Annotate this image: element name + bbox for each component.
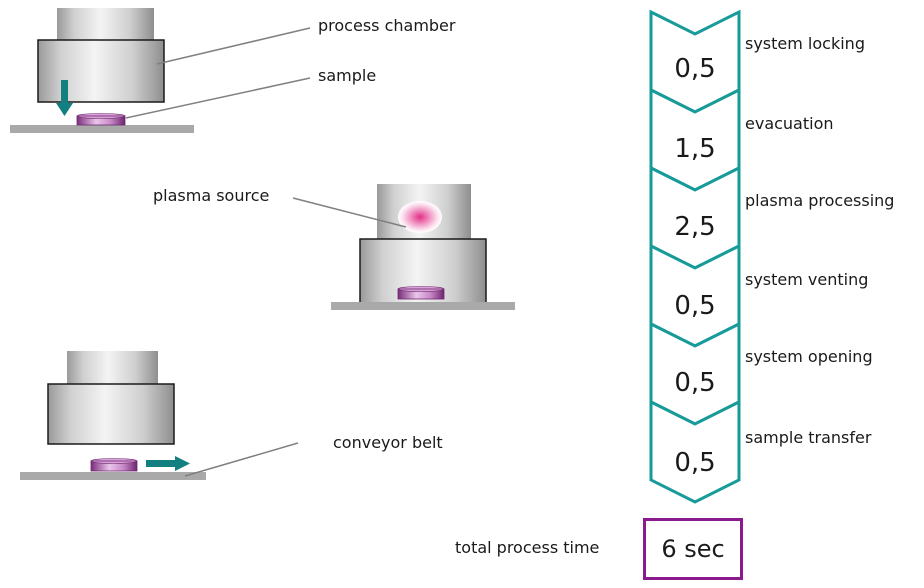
step-value-1: 0,5: [674, 54, 716, 84]
timeline-chevrons: [649, 9, 741, 504]
process-chamber: [37, 39, 165, 103]
step-label-2: evacuation: [745, 114, 834, 133]
step-label-6: sample transfer: [745, 428, 872, 447]
scene-transfer: [20, 351, 299, 480]
down-arrow-icon: [56, 80, 73, 116]
label-conveyor-belt: conveyor belt: [333, 433, 443, 452]
scene-processing: [292, 184, 515, 310]
label-process-chamber: process chamber: [318, 16, 456, 35]
sample-disc: [397, 286, 445, 300]
step-value-2: 1,5: [674, 134, 716, 164]
step-label-4: system venting: [745, 270, 869, 289]
step-label-5: system opening: [745, 347, 873, 366]
label-plasma-source: plasma source: [153, 186, 270, 205]
sample-disc: [76, 113, 126, 126]
belt: [20, 472, 206, 480]
process-chamber-raised: [47, 383, 175, 445]
chamber-top: [67, 351, 158, 384]
step-value-3: 2,5: [674, 212, 716, 242]
total-time-box: 6 sec: [643, 518, 743, 580]
belt: [331, 302, 515, 310]
pointer-sample: [125, 77, 311, 119]
scene-locking: [10, 8, 311, 133]
belt: [10, 125, 194, 133]
step-value-6: 0,5: [674, 448, 716, 478]
pointer-process-chamber: [156, 27, 311, 65]
step-value-4: 0,5: [674, 291, 716, 321]
chamber-top: [57, 8, 154, 40]
sample-disc: [90, 458, 138, 472]
right-arrow-icon: [146, 456, 190, 471]
label-total-process-time: total process time: [455, 538, 600, 557]
label-sample: sample: [318, 66, 377, 85]
pointer-plasma-source: [292, 197, 407, 228]
plasma-glow: [398, 201, 442, 233]
step-label-1: system locking: [745, 34, 865, 53]
chevron-step-6: [649, 399, 741, 504]
pointer-conveyor-belt: [184, 442, 299, 477]
step-label-3: plasma processing: [745, 191, 895, 210]
step-value-5: 0,5: [674, 368, 716, 398]
